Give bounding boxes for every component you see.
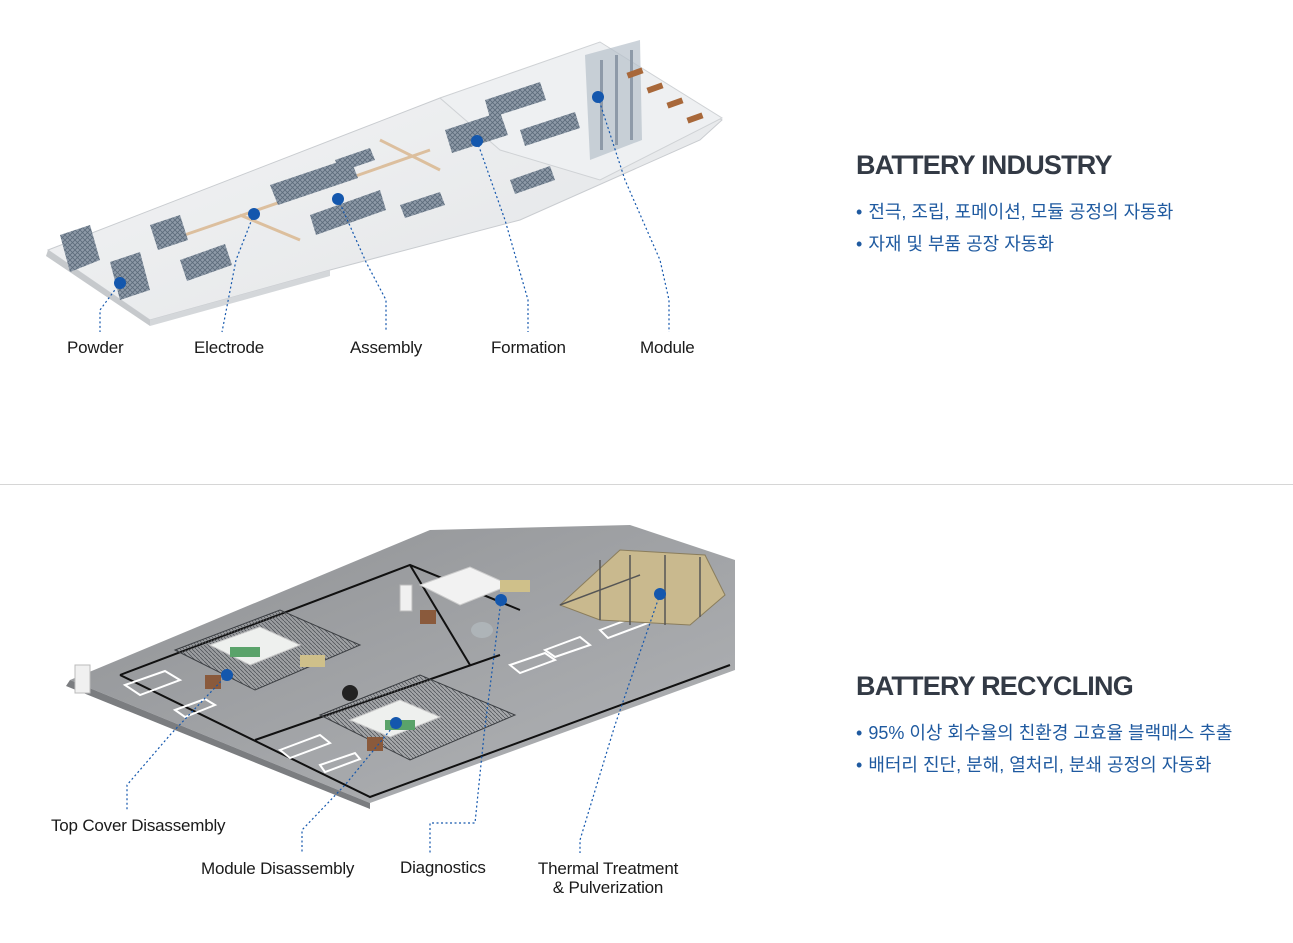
- battery-recycling-section: Top Cover Disassembly Module Disassembly…: [0, 485, 1293, 943]
- battery-recycling-heading: BATTERY RECYCLING: [856, 671, 1134, 701]
- module-label: Module: [640, 338, 695, 357]
- assembly-marker: [332, 193, 344, 205]
- formation-label: Formation: [491, 338, 566, 357]
- electrode-label: Electrode: [194, 338, 265, 357]
- industry-equipment: [60, 40, 704, 300]
- module-marker: [592, 91, 604, 103]
- module-leader: [597, 96, 670, 332]
- module-disassembly-label: Module Disassembly: [201, 859, 355, 878]
- diagnostics-label: Diagnostics: [400, 858, 486, 877]
- thermal-treatment-label-line2: & Pulverization: [552, 878, 664, 897]
- battery-recycling-plant-illustration: [66, 525, 735, 853]
- section-divider: [0, 484, 1293, 485]
- assembly-leader: [337, 198, 387, 332]
- list-item: 95% 이상 회수율의 친환경 고효율 블랙매스 추출: [856, 717, 1232, 749]
- powder-label: Powder: [67, 338, 124, 357]
- top-cover-disassembly-label: Top Cover Disassembly: [51, 816, 226, 835]
- module-disassembly-leader: [301, 722, 397, 853]
- battery-industry-heading: BATTERY INDUSTRY: [856, 150, 1113, 180]
- top-cover-disassembly-marker: [221, 669, 233, 681]
- powder-marker: [114, 277, 126, 289]
- module-disassembly-marker: [390, 717, 402, 729]
- diagnostics-marker: [495, 594, 507, 606]
- assembly-label: Assembly: [350, 338, 423, 357]
- battery-recycling-bullet-list: 95% 이상 회수율의 친환경 고효율 블랙매스 추출 배터리 진단, 분해, …: [856, 717, 1232, 781]
- list-item: 배터리 진단, 분해, 열처리, 분쇄 공정의 자동화: [856, 749, 1232, 781]
- thermal-treatment-label: Thermal Treatment & Pulverization: [527, 859, 689, 897]
- battery-industry-factory-illustration: [46, 40, 724, 333]
- battery-industry-bullet-list: 전극, 조립, 포메이션, 모듈 공정의 자동화 자재 및 부품 공장 자동화: [856, 196, 1173, 260]
- electrode-marker: [248, 208, 260, 220]
- formation-leader: [476, 140, 529, 332]
- list-item: 전극, 조립, 포메이션, 모듈 공정의 자동화: [856, 196, 1173, 228]
- top-cover-disassembly-leader: [126, 674, 228, 810]
- formation-marker: [471, 135, 483, 147]
- thermal-treatment-leader: [579, 593, 661, 853]
- battery-industry-section: Powder Electrode Assembly Formation Modu…: [0, 0, 1293, 484]
- list-item: 자재 및 부품 공장 자동화: [856, 228, 1173, 260]
- diagnostics-leader: [429, 599, 502, 853]
- thermal-treatment-marker: [654, 588, 666, 600]
- thermal-treatment-label-line1: Thermal Treatment: [537, 859, 679, 878]
